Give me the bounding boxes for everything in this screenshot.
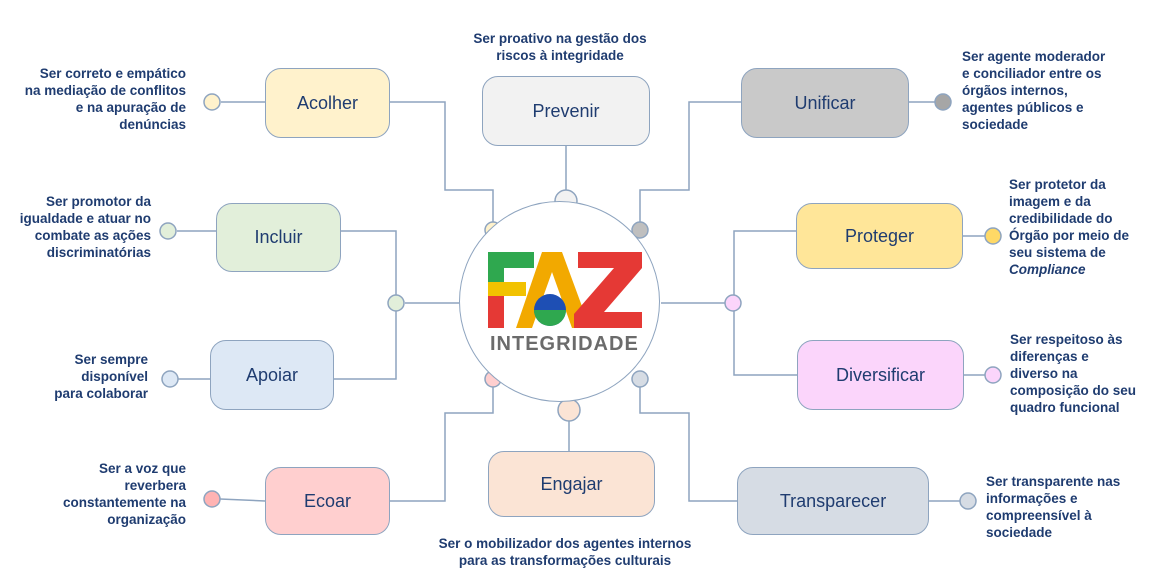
- engajar-dot: [557, 398, 581, 422]
- node-prevenir: Prevenir: [482, 76, 650, 146]
- node-diversificar: Diversificar: [797, 340, 964, 410]
- proteger-dot: [984, 227, 1002, 245]
- diversificar-dot: [984, 366, 1002, 384]
- unificar-dot: [934, 93, 952, 111]
- acolher-dot: [203, 93, 221, 111]
- hub-dot-proteger: [724, 294, 742, 312]
- transparecer-dot: [959, 492, 977, 510]
- node-engajar: Engajar: [488, 451, 655, 517]
- hub-dot-incluir: [387, 294, 405, 312]
- node-incluir: Incluir: [216, 203, 341, 272]
- logo-subtitle: INTEGRIDADE: [490, 333, 639, 355]
- node-ecoar: Ecoar: [265, 467, 390, 535]
- apoiar-dot: [161, 370, 179, 388]
- node-unificar: Unificar: [741, 68, 909, 138]
- node-proteger: Proteger: [796, 203, 963, 269]
- faz-logo: [488, 252, 642, 328]
- node-apoiar: Apoiar: [210, 340, 334, 410]
- node-transparecer: Transparecer: [737, 467, 929, 535]
- node-acolher: Acolher: [265, 68, 390, 138]
- hub-dot-transparecer: [631, 370, 649, 388]
- incluir-dot: [159, 222, 177, 240]
- hub-dot-unificar: [631, 221, 649, 239]
- ecoar-dot: [203, 490, 221, 508]
